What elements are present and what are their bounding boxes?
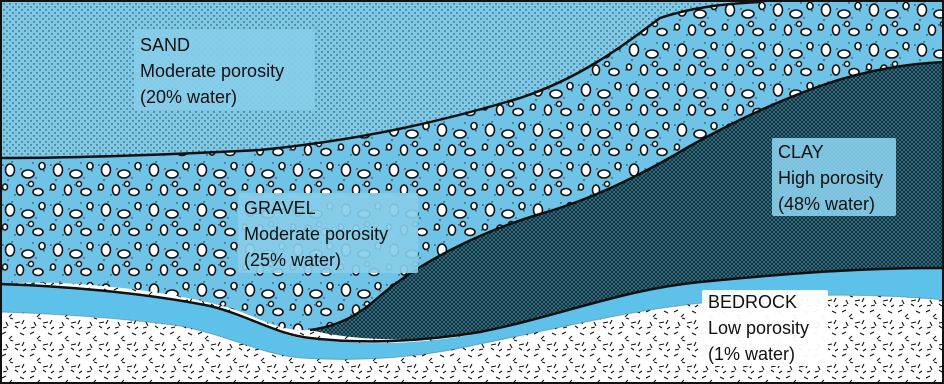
clay-label: CLAY High porosity (48% water) bbox=[772, 138, 896, 216]
gravel-label-name: GRAVEL bbox=[244, 198, 316, 218]
clay-label-name: CLAY bbox=[778, 142, 824, 162]
clay-label-porosity: High porosity bbox=[778, 168, 883, 188]
clay-label-water: (48% water) bbox=[778, 194, 875, 214]
gravel-label-porosity: Moderate porosity bbox=[244, 224, 388, 244]
sand-label-water: (20% water) bbox=[140, 87, 237, 107]
sand-label: SAND Moderate porosity (20% water) bbox=[134, 30, 314, 110]
bedrock-label: BEDROCK Low porosity (1% water) bbox=[702, 290, 828, 366]
sand-label-porosity: Moderate porosity bbox=[140, 61, 284, 81]
bedrock-label-name: BEDROCK bbox=[708, 292, 797, 312]
sand-label-name: SAND bbox=[140, 35, 190, 55]
bedrock-label-porosity: Low porosity bbox=[708, 318, 809, 338]
gravel-label: GRAVEL Moderate porosity (25% water) bbox=[238, 193, 418, 273]
gravel-label-water: (25% water) bbox=[244, 250, 341, 270]
bedrock-label-water: (1% water) bbox=[708, 344, 795, 364]
